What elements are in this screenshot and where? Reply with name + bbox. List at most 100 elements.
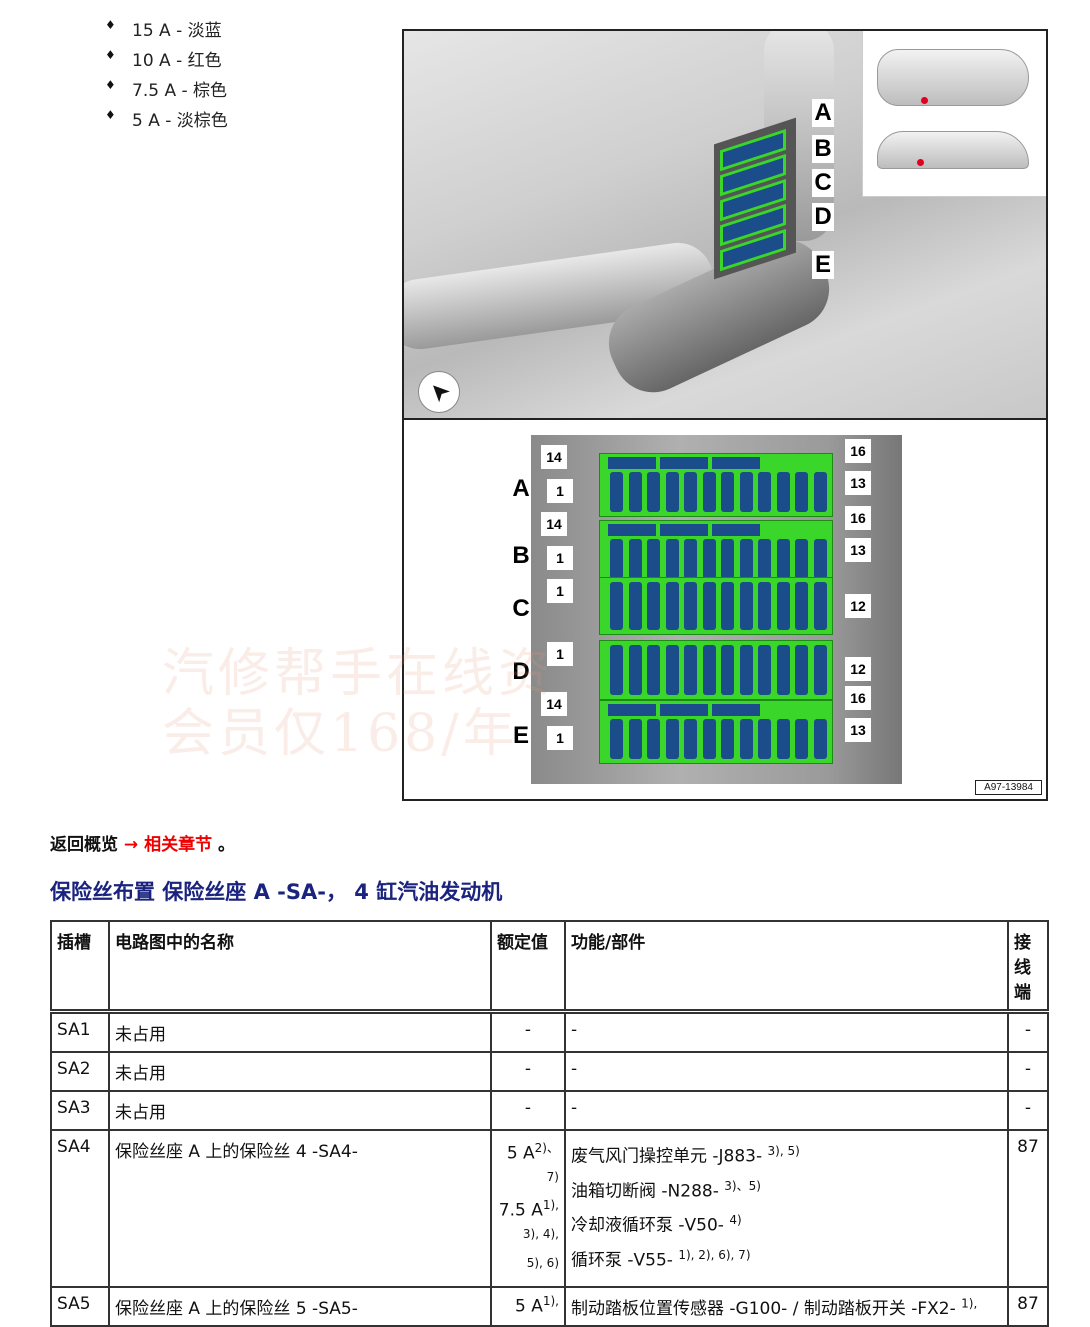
fuse-number-label: 1 [547,546,573,570]
photo-label-c: C [812,169,834,197]
fuse-location-photo: A B C D E ➤ [404,31,1046,420]
back-to-overview-link[interactable]: 返回概览 [50,835,118,855]
rating-value: 5 A [515,1296,543,1317]
large-fuse [608,704,656,716]
fuse-number-label: 16 [845,439,871,463]
fuse [813,539,827,579]
fuse [795,539,808,579]
fuse [721,582,734,630]
fuse [795,472,808,512]
fuse [795,719,808,759]
fuse-number-label: 12 [845,594,871,618]
rating: - [490,1090,566,1131]
large-fuse [712,457,760,469]
fuse-number-label: 14 [541,445,567,469]
function: - [564,1090,1009,1131]
footnote-ref: 4) [729,1213,742,1228]
rating-value: 5 A [506,1143,535,1164]
fuse [739,645,753,695]
fuse [647,539,660,579]
rating: 5 A1), [490,1286,566,1327]
footnote-ref: 1), [542,1198,559,1213]
slot: SA4 [50,1128,110,1289]
large-fuse [712,704,760,716]
terminal: 87 [1007,1128,1049,1289]
slot: SA3 [50,1090,110,1131]
fuse [776,472,790,512]
legend-item: 7.5 A - 棕色 [132,81,228,101]
fuse-number-label: 14 [541,512,567,536]
diamond-bullet-icon: ♦ [105,78,116,92]
footnote-ref: 3), 4), [522,1226,559,1241]
fuse [758,472,771,512]
footnote-ref: 7) [546,1169,559,1184]
related-chapters-link[interactable]: 相关章节 [144,835,213,855]
fuse [702,472,716,512]
component-name: 冷却液循环泵 -V50- [571,1215,724,1236]
fuse [610,582,623,630]
fuse [813,472,827,512]
fuse [628,472,642,512]
legend-item: 5 A - 淡棕色 [132,111,228,131]
vehicle-location-inset [862,31,1046,197]
fuse [702,719,716,759]
fuse [813,719,827,759]
fuse [758,719,771,759]
table-row: SA4 保险丝座 A 上的保险丝 4 -SA4- 5 A2)、7)7.5 A1)… [50,1128,1049,1289]
figure-id: A97-13984 [975,780,1042,795]
diamond-bullet-icon: ♦ [105,48,116,62]
watermark: 汽修帮手在线资 [162,644,555,704]
arrow-icon: → [123,835,139,855]
col-rating: 额定值 [490,920,566,1014]
fuse [776,539,790,579]
fuse [684,719,697,759]
rating: - [490,1010,566,1053]
location-marker-icon [917,159,924,166]
name: 保险丝座 A 上的保险丝 5 -SA5- [108,1286,492,1327]
name: 未占用 [108,1010,492,1053]
name: 未占用 [108,1090,492,1131]
fuse-holder-illustration [714,117,796,280]
footnote-ref: 1), 2), 6), 7) [678,1247,751,1262]
large-fuse [660,457,708,469]
component-name: 废气风门操控单元 -J883- [571,1146,763,1167]
back-nav: 返回概览 → 相关章节 。 [50,830,235,855]
fuse [721,539,734,579]
fuse [665,472,679,512]
fuse-row-e [599,700,833,764]
fuse [739,539,753,579]
section-title: 保险丝布置 保险丝座 A -SA-， 4 缸汽油发动机 [50,880,503,904]
fuse [776,582,790,630]
table-row: SA5 保险丝座 A 上的保险丝 5 -SA5- 5 A1), 制动踏板位置传感… [50,1286,1049,1327]
rating: - [490,1051,566,1092]
fuse [684,582,697,630]
fuse [647,645,660,695]
fuse [795,645,808,695]
slot: SA5 [50,1286,110,1327]
fuse [628,539,642,579]
fuse [647,582,660,630]
fuse [665,645,679,695]
rating-value: 7.5 A [498,1200,543,1221]
row-label-c: C [512,595,530,622]
fuse [702,582,716,630]
legend-item: 15 A - 淡蓝 [132,21,222,41]
fuse [610,472,623,512]
large-fuse [712,524,760,536]
table-row: SA2 未占用 - - - [50,1051,1049,1092]
diamond-bullet-icon: ♦ [105,18,116,32]
fuse-number-label: 12 [845,657,871,681]
function: 废气风门操控单元 -J883- 3), 5)油箱切断阀 -N288- 3)、5)… [564,1128,1009,1289]
fuse [684,645,697,695]
fuse [665,539,679,579]
slot: SA1 [50,1010,110,1053]
fuse-row-c [599,577,833,635]
function: - [564,1051,1009,1092]
photo-label-a: A [812,99,834,127]
fuse-row-b [599,520,833,584]
slot: SA2 [50,1051,110,1092]
fuse-holder-detail-diagram [531,435,902,784]
legend-item: 10 A - 红色 [132,51,222,71]
large-fuse [660,704,708,716]
fuse-number-label: 1 [547,642,573,666]
